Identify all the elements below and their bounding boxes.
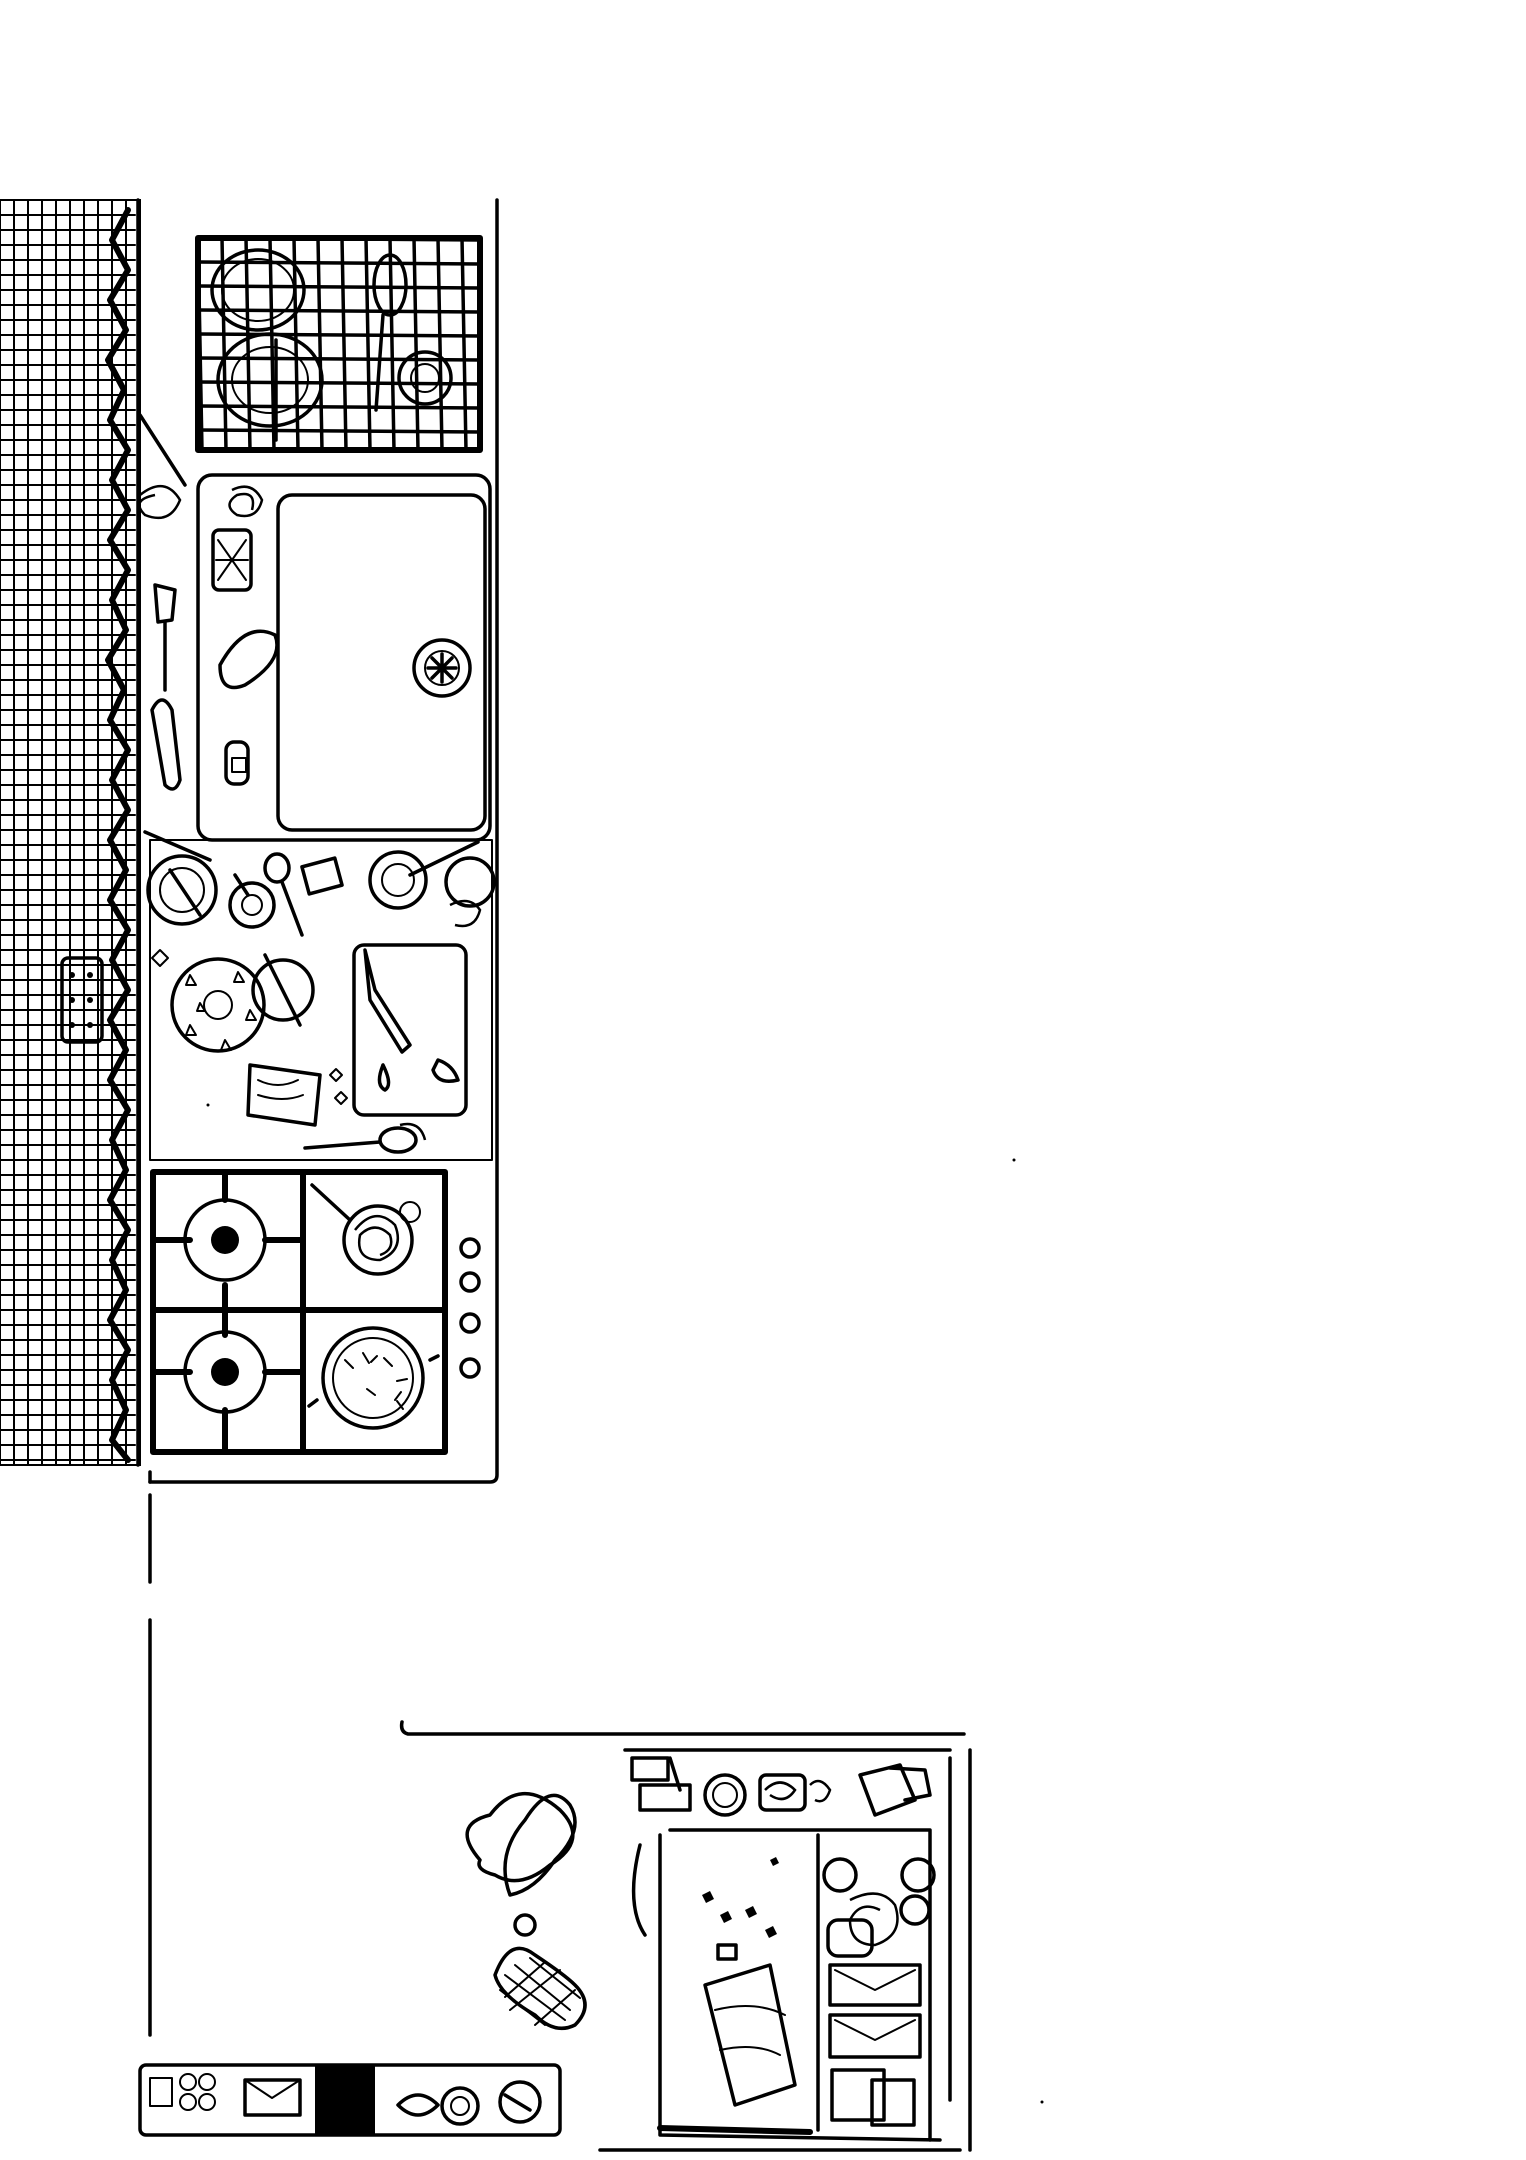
room-top-edge (399, 1720, 966, 1736)
rack-wire (196, 404, 482, 410)
stove-knobs (459, 1237, 481, 1379)
rack-wire (460, 236, 468, 452)
sink (196, 473, 492, 842)
rack-wire (292, 236, 300, 452)
sink-drain (412, 638, 472, 698)
rack-wire (196, 332, 482, 338)
gas-stove (150, 1169, 481, 1455)
hanging-utensils (138, 413, 187, 791)
rack-wire (220, 236, 228, 452)
rack-wire (196, 308, 482, 314)
counter (148, 198, 499, 1484)
fridge-open (598, 1748, 972, 2152)
oven-mitt (493, 1913, 587, 2031)
rack-wire (196, 236, 482, 242)
pot (307, 1326, 440, 1430)
wall-outlet (60, 956, 104, 1044)
rack-wire (244, 236, 252, 452)
rack-wire (436, 236, 444, 452)
rack-wire (316, 236, 324, 452)
rack-wire (412, 236, 420, 452)
dish-rack (195, 235, 483, 453)
rack-wire (340, 236, 348, 452)
rack-wire (388, 236, 396, 452)
rack-wire (196, 260, 482, 266)
frying-pan (310, 1183, 414, 1276)
rack-wire (196, 380, 482, 386)
dishes (143, 830, 496, 1161)
rack-wire (196, 428, 482, 434)
rack-wire (196, 284, 482, 290)
rack-wire (268, 236, 276, 452)
rack-wire (364, 236, 372, 452)
rack-wire (196, 356, 482, 362)
tiled-wall (0, 198, 141, 1467)
low-shelf (138, 2063, 562, 2137)
cutting-board (352, 943, 468, 1117)
rack-wire (196, 236, 204, 452)
spilled-liquid (465, 1792, 577, 1897)
